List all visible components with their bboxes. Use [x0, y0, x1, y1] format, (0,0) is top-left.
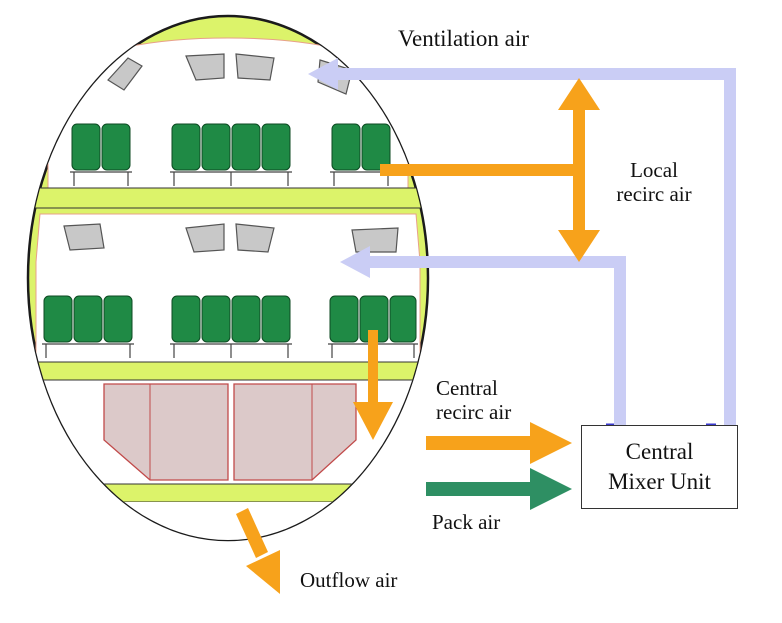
ventilation-duct-main — [360, 256, 626, 425]
seat-group-left — [43, 295, 133, 343]
seat-icon — [71, 123, 101, 171]
overhead-bin-icon — [107, 57, 143, 91]
seat-icon — [171, 123, 201, 171]
central-recirc-arrowhead-down — [353, 402, 393, 440]
overhead-bin-icon — [235, 223, 275, 253]
central-recirc-air-label: Central recirc air — [436, 376, 512, 425]
main-deck-seats — [42, 295, 418, 358]
overhead-bin-icon — [185, 223, 225, 253]
ventilation-air-label: Ventilation air — [398, 26, 529, 51]
ventilation-arrowhead-main — [340, 246, 370, 278]
seat-icon — [389, 295, 417, 343]
outflow-air-label: Outflow air — [300, 568, 398, 592]
seat-icon — [361, 123, 391, 171]
overhead-bin-icon — [185, 53, 225, 81]
pack-air-arrow — [426, 468, 572, 510]
overhead-bin-icon — [63, 223, 105, 251]
local-recirc-air-label: Local recirc air — [616, 158, 692, 207]
seat-bases-main — [42, 343, 418, 358]
local-recirc-arrowhead-up — [558, 78, 600, 110]
seat-group-left — [71, 123, 131, 171]
pack-air-arrowhead-right — [530, 468, 572, 510]
seat-icon — [101, 123, 131, 171]
upper-deck-seats — [70, 123, 392, 186]
belly-space — [28, 502, 428, 540]
seat-icon — [73, 295, 103, 343]
outflow-arrowhead — [246, 550, 280, 594]
seat-icon — [231, 123, 261, 171]
local-recirc-duct-horizontal — [380, 164, 580, 176]
local-recirc-arrowhead-down — [558, 230, 600, 262]
pack-air-label: Pack air — [432, 510, 501, 534]
seat-icon — [43, 295, 73, 343]
central-recirc-to-mixer-arrow — [426, 422, 572, 464]
upper-deck-floor — [28, 187, 428, 209]
overhead-bin-icon — [235, 53, 275, 81]
central-recirc-duct-drop — [368, 330, 378, 410]
seat-group-right — [331, 123, 391, 171]
overhead-bin-icon — [351, 227, 399, 253]
seat-icon — [231, 295, 261, 343]
main-deck-overhead-bins — [63, 223, 399, 253]
ventilation-air-duct — [308, 58, 736, 427]
seat-group-right — [329, 295, 417, 343]
seat-icon — [171, 295, 201, 343]
cargo-containers — [103, 383, 357, 481]
seat-icon — [331, 123, 361, 171]
seat-icon — [261, 295, 291, 343]
cargo-container-icon — [233, 383, 357, 481]
seat-group-center — [171, 295, 291, 343]
central-mixer-unit-label: Central Mixer Unit — [608, 439, 711, 494]
central-recirc-arrowhead-right — [530, 422, 572, 464]
seat-group-center — [171, 123, 291, 171]
outflow-air-arrow — [236, 508, 280, 594]
ventilation-duct-upper — [330, 68, 736, 425]
cargo-floor — [28, 483, 428, 503]
seat-icon — [201, 295, 231, 343]
seat-icon — [201, 123, 231, 171]
local-recirc-air-flow — [380, 78, 600, 262]
ventilation-arrowhead-upper — [308, 58, 338, 90]
seat-icon — [329, 295, 359, 343]
cargo-container-icon — [103, 383, 229, 481]
seat-icon — [261, 123, 291, 171]
central-mixer-unit-box: Central Mixer Unit — [581, 425, 738, 509]
seat-icon — [103, 295, 133, 343]
central-recirc-down-flow — [353, 330, 393, 440]
fuselage-cross-section — [26, 14, 430, 542]
